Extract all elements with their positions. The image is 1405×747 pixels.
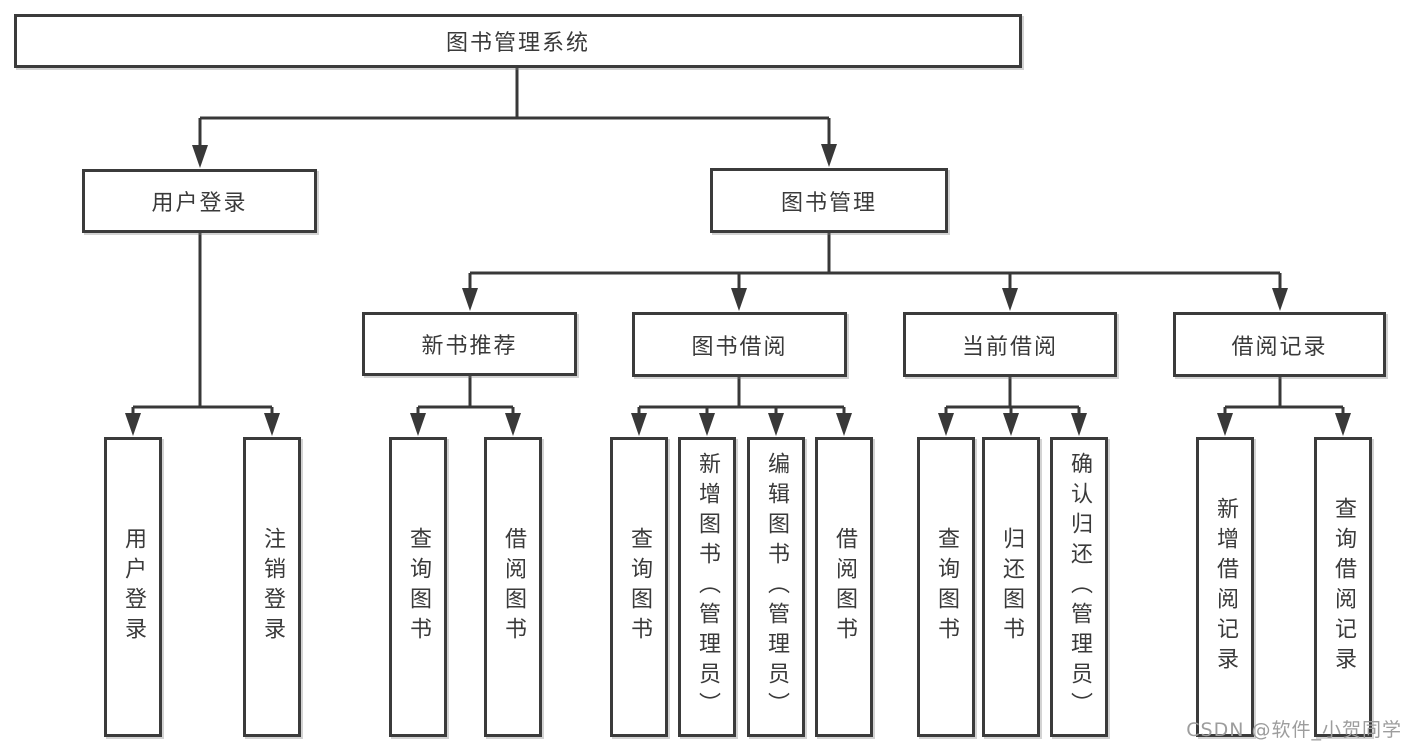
node-book-borrow: 图书借阅 [632, 312, 847, 377]
node-label: 借阅图书 [832, 527, 857, 647]
node-label: 新书推荐 [421, 334, 518, 359]
leaf-add-borrow-record: 新增借阅记录 [1196, 437, 1254, 737]
leaf-return-books: 归还图书 [982, 437, 1040, 737]
node-current-borrow: 当前借阅 [903, 312, 1117, 377]
leaf-recommend-borrow-books: 借阅图书 [484, 437, 542, 737]
leaf-recommend-query-books: 查询图书 [389, 437, 447, 737]
node-label: 借阅图书 [501, 527, 526, 647]
node-label: 图书借阅 [691, 334, 788, 360]
node-label: 新增借阅记录 [1213, 497, 1238, 677]
node-label: 归还图书 [999, 527, 1024, 647]
leaf-logout: 注销登录 [243, 437, 301, 737]
csdn-watermark: CSDN @软件_小贺同学 [1186, 719, 1402, 741]
node-new-book-recommend: 新书推荐 [362, 312, 577, 376]
node-label: 查询图书 [406, 527, 431, 647]
node-label: 编辑图书（管理员） [764, 452, 789, 722]
node-book-management: 图书管理 [710, 168, 948, 233]
leaf-confirm-return-admin: 确认归还（管理员） [1050, 437, 1108, 737]
leaf-current-query-books: 查询图书 [917, 437, 975, 737]
node-label: 确认归还（管理员） [1067, 452, 1092, 722]
node-label: 图书管理 [780, 190, 877, 216]
leaf-edit-books-admin: 编辑图书（管理员） [747, 437, 805, 737]
leaf-borrow-query-books: 查询图书 [610, 437, 668, 737]
node-label: 查询图书 [934, 527, 959, 647]
node-label: 借阅记录 [1231, 334, 1328, 360]
node-label: 图书管理系统 [445, 31, 590, 56]
node-label: 查询借阅记录 [1331, 497, 1356, 677]
node-label: 查询图书 [627, 527, 652, 647]
node-borrow-record: 借阅记录 [1173, 312, 1386, 377]
node-user-login: 用户登录 [82, 169, 317, 233]
node-label: 当前借阅 [961, 334, 1058, 360]
leaf-borrow-books: 借阅图书 [815, 437, 873, 737]
node-label: 用户登录 [151, 191, 248, 216]
leaf-user-login: 用户登录 [104, 437, 162, 737]
node-root-system: 图书管理系统 [14, 14, 1022, 68]
arrowheads [125, 144, 1351, 436]
node-label: 用户登录 [121, 527, 146, 647]
node-label: 新增图书（管理员） [695, 452, 720, 722]
leaf-query-borrow-record: 查询借阅记录 [1314, 437, 1372, 737]
node-label: 注销登录 [260, 527, 285, 647]
leaf-add-books-admin: 新增图书（管理员） [678, 437, 736, 737]
